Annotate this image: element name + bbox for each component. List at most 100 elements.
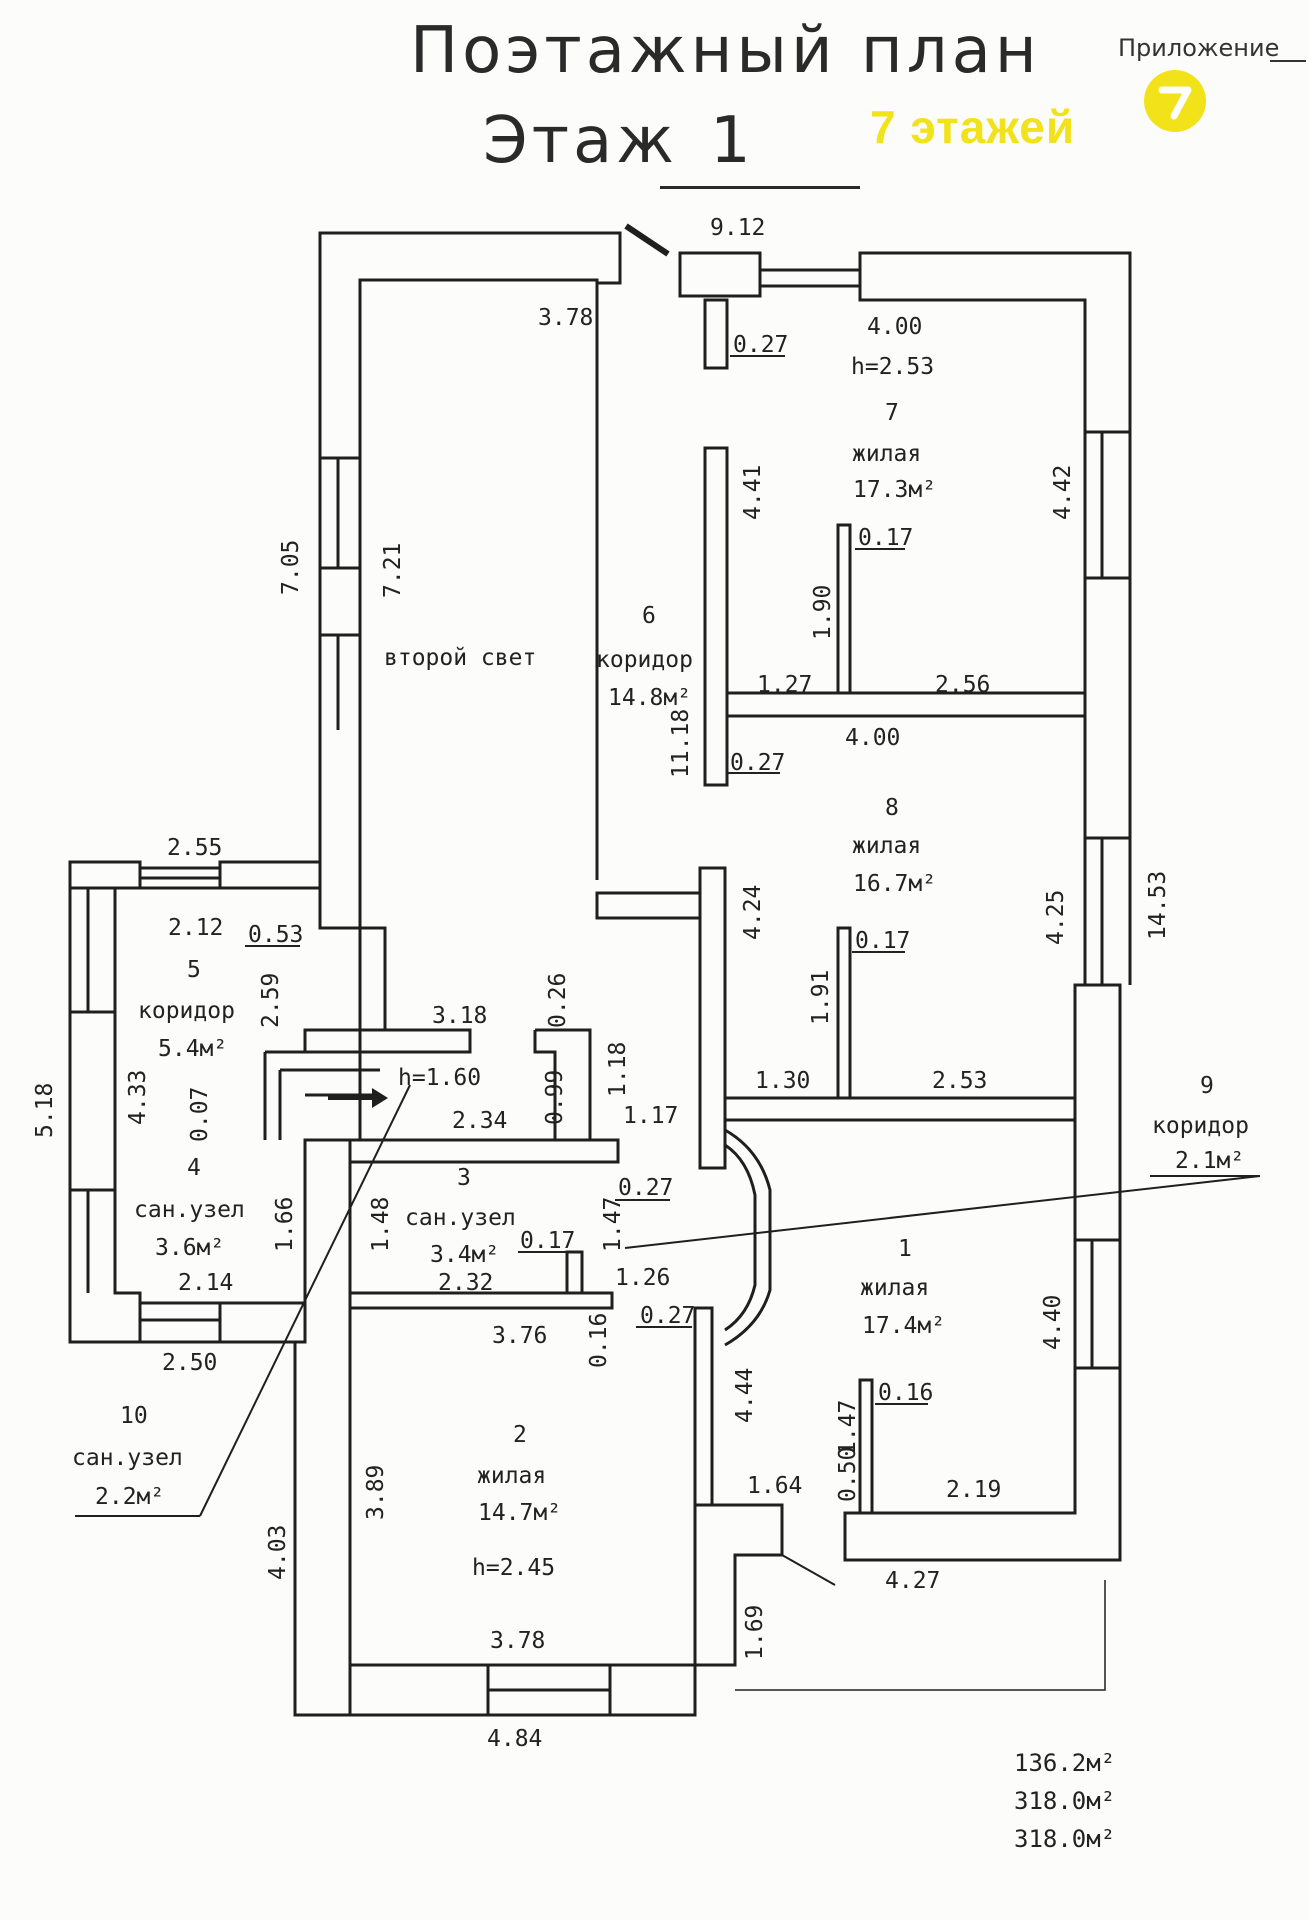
room-2-height: h=2.45: [472, 1555, 555, 1581]
wall: [68, 860, 142, 1344]
dim-label: 4.40: [1040, 1295, 1066, 1350]
wall: [698, 866, 727, 1170]
wall: [678, 251, 762, 298]
room-6-name: коридор: [596, 647, 693, 673]
dim-label: 2.12: [168, 915, 223, 941]
dim-label: 3.89: [363, 1465, 389, 1520]
room-4-area: 3.6м²: [155, 1235, 224, 1261]
wall: [703, 298, 729, 370]
room-3-name: сан.узел: [405, 1205, 516, 1231]
leader-line: [781, 1554, 836, 1586]
dim-label: 11.18: [668, 709, 694, 778]
dim-label: 2.59: [258, 973, 284, 1028]
wall: [218, 860, 322, 890]
plan-title: Поэтажный план: [410, 14, 1041, 88]
dim-label: 4.24: [740, 885, 766, 940]
stairs: [350, 926, 387, 1140]
dim-label: 2.53: [932, 1068, 987, 1094]
dim-label: 9.12: [710, 215, 765, 241]
wall: [595, 891, 702, 920]
dim-label: 1.17: [623, 1103, 678, 1129]
room-1-name: жилая: [860, 1275, 929, 1301]
stairs: [263, 1050, 380, 1140]
terrace-line: [735, 1580, 1106, 1691]
dim-label: 2.34: [452, 1108, 507, 1134]
dim-label: 0.07: [187, 1087, 213, 1142]
dim-label: 4.00: [867, 314, 922, 340]
room-3-number: 3: [457, 1165, 471, 1191]
room-2-name: жилая: [477, 1463, 546, 1489]
room-4-name: сан.узел: [134, 1197, 245, 1223]
appendix-blank-line: [1270, 60, 1306, 62]
dim-label: 0.27: [733, 332, 788, 358]
dim-label: 3.78: [538, 305, 593, 331]
stair-arrow: [328, 1088, 388, 1108]
dim-label: 0.17: [520, 1228, 575, 1254]
room-10-area: 2.2м²: [95, 1484, 164, 1510]
room-7-area: 17.3м²: [853, 477, 936, 503]
dim-label: 2.32: [438, 1270, 493, 1296]
brand-logo-icon: [1144, 70, 1206, 132]
second-light-label: второй свет: [384, 645, 536, 671]
room-2-number: 2: [513, 1422, 527, 1448]
floor-underline: [660, 186, 860, 189]
wall: [723, 1096, 1077, 1122]
stairs: [348, 1138, 620, 1164]
dim-label: 2.56: [935, 672, 990, 698]
dim-label: 7.05: [278, 540, 304, 595]
floor-label: Этаж: [483, 104, 678, 178]
wall: [843, 1378, 874, 1560]
wall: [1083, 432, 1132, 578]
appendix-label: Приложение: [1118, 34, 1280, 62]
dim-label: 0.50: [835, 1447, 861, 1502]
dim-label: 1.66: [272, 1197, 298, 1252]
dim-label: 4.33: [125, 1070, 151, 1125]
room-7-number: 7: [885, 400, 899, 426]
dim-label: 0.53: [248, 922, 303, 948]
total-area: 318.0м²: [1014, 1825, 1116, 1853]
dim-label: 1.47: [835, 1400, 861, 1455]
leader-line: [199, 1084, 411, 1517]
dim-label: 2.55: [167, 835, 222, 861]
wall: [724, 1143, 757, 1332]
room-5-name: коридор: [138, 998, 235, 1024]
dim-label: 7.21: [380, 543, 406, 598]
dim-label: 14.53: [1145, 871, 1171, 940]
dim-label: 4.84: [487, 1726, 542, 1752]
dim-label: 2.19: [946, 1477, 1001, 1503]
total-area: 136.2м²: [1014, 1749, 1116, 1777]
room-10-number: 10: [120, 1403, 148, 1429]
wall: [318, 231, 622, 930]
wall: [725, 691, 1087, 718]
stairs: [535, 1028, 592, 1140]
wall: [1073, 1240, 1122, 1368]
dim-label: 0.16: [878, 1380, 933, 1406]
dim-label: 4.42: [1050, 465, 1076, 520]
room-8-name: жилая: [852, 833, 921, 859]
floor-number: 1: [710, 104, 755, 178]
dim-label: 1.91: [808, 970, 834, 1025]
dim-label: 4.03: [265, 1525, 291, 1580]
wall: [565, 1250, 584, 1295]
room-9-name: коридор: [1152, 1113, 1249, 1139]
room-5-number: 5: [187, 957, 201, 983]
dim-label: 1.64: [747, 1473, 802, 1499]
dim-label: 4.41: [740, 465, 766, 520]
dim-label: 1.30: [755, 1068, 810, 1094]
room-9-area: 2.1м²: [1175, 1148, 1244, 1174]
room-4-number: 4: [187, 1155, 201, 1181]
dim-label: 0.17: [855, 928, 910, 954]
dim-label: 1.18: [605, 1042, 631, 1097]
stair-height: h=1.60: [398, 1065, 481, 1091]
dim-label: 1.69: [742, 1605, 768, 1660]
dim-label: 0.26: [545, 973, 571, 1028]
room-1-number: 1: [898, 1236, 912, 1262]
wall: [703, 446, 729, 787]
dim-label: 3.78: [490, 1628, 545, 1654]
dim-label: 0.99: [542, 1070, 568, 1125]
dim-label: 2.50: [162, 1350, 217, 1376]
wall: [836, 926, 852, 1100]
area-totals: 136.2м² 318.0м² 318.0м²: [1014, 1744, 1115, 1858]
